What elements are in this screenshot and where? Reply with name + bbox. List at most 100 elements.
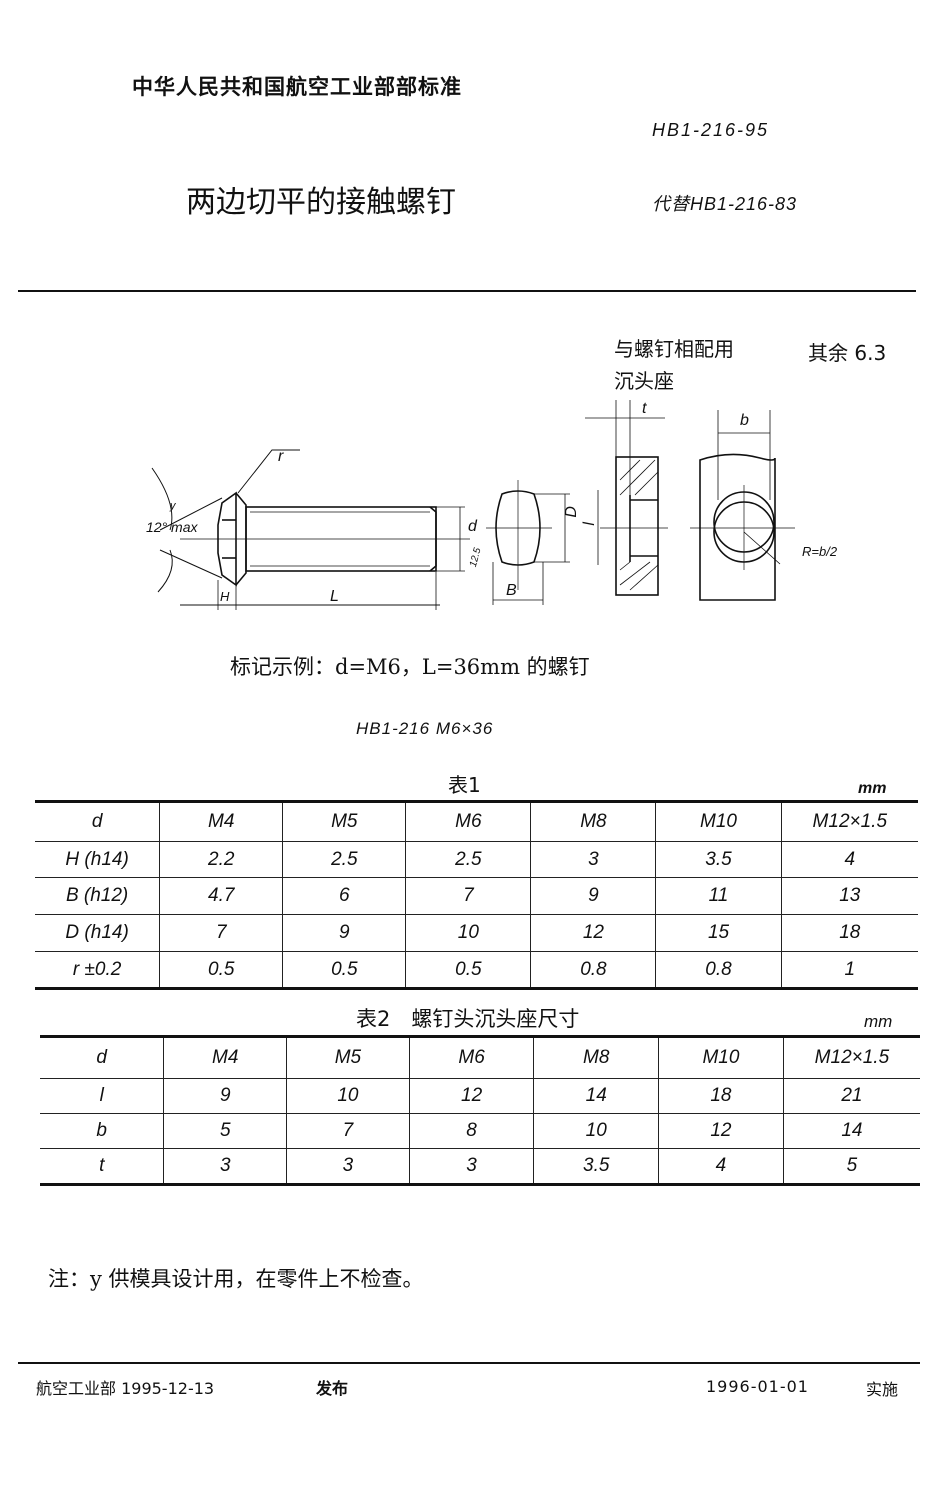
note: 注：y 供模具设计用，在零件上不检查。 bbox=[48, 1267, 424, 1291]
effective-label: 实施 bbox=[866, 1380, 899, 1399]
table-cell: 18 bbox=[658, 1078, 784, 1114]
table-cell: 4 bbox=[780, 841, 918, 878]
table-cell: 10 bbox=[286, 1078, 410, 1114]
table-cell: 15 bbox=[655, 914, 782, 952]
table-header-cell: M8 bbox=[533, 1035, 659, 1079]
table-cell: 12 bbox=[408, 1078, 534, 1114]
table-cell: r ±0.2 bbox=[35, 951, 160, 990]
table-cell: 3 bbox=[530, 841, 656, 878]
table-cell: 3 bbox=[408, 1148, 534, 1186]
table-cell: 3.5 bbox=[533, 1148, 659, 1186]
table-cell: 12 bbox=[658, 1113, 784, 1149]
table2-caption: 表2 螺钉头沉头座尺寸 bbox=[356, 1007, 580, 1031]
table-cell: 14 bbox=[782, 1113, 920, 1149]
replaces-standard: 代替HB1-216-83 bbox=[652, 194, 798, 214]
table-cell: 1 bbox=[780, 951, 918, 990]
table-cell: 13 bbox=[780, 877, 918, 915]
label-R: R=b/2 bbox=[802, 544, 838, 559]
label-D: D bbox=[562, 506, 580, 518]
table-cell: 12 bbox=[530, 914, 656, 952]
table-cell: H (h14) bbox=[35, 841, 160, 878]
table-cell: 0.5 bbox=[405, 951, 531, 990]
label-B: B bbox=[506, 582, 517, 599]
table1-caption: 表1 bbox=[448, 773, 481, 797]
label-t: t bbox=[642, 400, 647, 417]
table-cell: 14 bbox=[533, 1078, 659, 1114]
table-cell: 0.8 bbox=[530, 951, 656, 990]
table-cell: 18 bbox=[780, 914, 918, 952]
table-cell: 4 bbox=[658, 1148, 784, 1186]
table-cell: 11 bbox=[655, 877, 782, 915]
table-header-cell: d bbox=[35, 800, 160, 842]
table-header-cell: M10 bbox=[658, 1035, 784, 1079]
table-header-cell: d bbox=[40, 1035, 164, 1079]
effective-date: 1996-01-01 bbox=[706, 1377, 809, 1396]
table-cell: 0.5 bbox=[282, 951, 406, 990]
label-b: b bbox=[740, 412, 749, 429]
table-cell: b bbox=[40, 1113, 164, 1149]
counterbore-section-view bbox=[585, 400, 668, 596]
table-header-cell: M10 bbox=[655, 800, 782, 842]
table1-unit: mm bbox=[858, 780, 887, 797]
table-cell: 9 bbox=[163, 1078, 287, 1114]
table-cell: l bbox=[40, 1078, 164, 1114]
table-header-cell: M8 bbox=[530, 800, 656, 842]
label-d: d bbox=[468, 518, 477, 535]
label-L: L bbox=[330, 588, 339, 605]
table2-unit: mm bbox=[864, 1012, 893, 1031]
table-cell: 3 bbox=[286, 1148, 410, 1186]
counterbore-top-view bbox=[690, 410, 795, 601]
marking-code: HB1-216 M6×36 bbox=[356, 719, 494, 738]
table-cell: 10 bbox=[405, 914, 531, 952]
screw-side-view bbox=[151, 449, 470, 610]
issued-label: 发布 bbox=[316, 1379, 349, 1398]
document-title: 两边切平的接触螺钉 bbox=[186, 185, 456, 220]
table-cell: 6 bbox=[282, 877, 406, 915]
table-cell: B (h12) bbox=[35, 877, 160, 915]
table-header-cell: M5 bbox=[286, 1035, 410, 1079]
label-r: r bbox=[278, 448, 284, 465]
table-cell: 0.8 bbox=[655, 951, 782, 990]
table-cell: 21 bbox=[782, 1078, 920, 1114]
table-cell: D (h14) bbox=[35, 914, 160, 952]
table-cell: 8 bbox=[408, 1113, 534, 1149]
table-cell: 2.5 bbox=[282, 841, 406, 878]
table-cell: 7 bbox=[159, 914, 283, 952]
table-cell: 5 bbox=[163, 1113, 287, 1149]
issued-by: 航空工业部 1995-12-13 bbox=[36, 1379, 215, 1398]
surface-roughness-note: 其余 6.3 bbox=[808, 341, 887, 365]
table-header-cell: M5 bbox=[282, 800, 406, 842]
table-cell: 2.5 bbox=[405, 841, 531, 878]
counterbore-note-line2: 沉头座 bbox=[614, 369, 674, 393]
table-cell: 3.5 bbox=[655, 841, 782, 878]
header-rule bbox=[18, 290, 916, 292]
table-cell: 3 bbox=[163, 1148, 287, 1186]
table-cell: 4.7 bbox=[159, 877, 283, 915]
label-H: H bbox=[220, 589, 230, 604]
technical-drawing bbox=[151, 400, 795, 610]
label-l: l bbox=[580, 522, 598, 526]
table-header-cell: M6 bbox=[405, 800, 531, 842]
issuer: 中华人民共和国航空工业部部标准 bbox=[132, 75, 462, 99]
label-angle: 12° max bbox=[146, 519, 198, 535]
footer-rule bbox=[18, 1362, 920, 1364]
counterbore-note-line1: 与螺钉相配用 bbox=[614, 337, 734, 361]
label-y: y bbox=[170, 500, 176, 512]
table-header-cell: M4 bbox=[159, 800, 283, 842]
table-header-cell: M4 bbox=[163, 1035, 287, 1079]
table-cell: 10 bbox=[533, 1113, 659, 1149]
table-cell: 5 bbox=[782, 1148, 920, 1186]
table-cell: 2.2 bbox=[159, 841, 283, 878]
table-cell: 9 bbox=[282, 914, 406, 952]
table-cell: 0.5 bbox=[159, 951, 283, 990]
table-header-cell: M12×1.5 bbox=[780, 800, 918, 842]
